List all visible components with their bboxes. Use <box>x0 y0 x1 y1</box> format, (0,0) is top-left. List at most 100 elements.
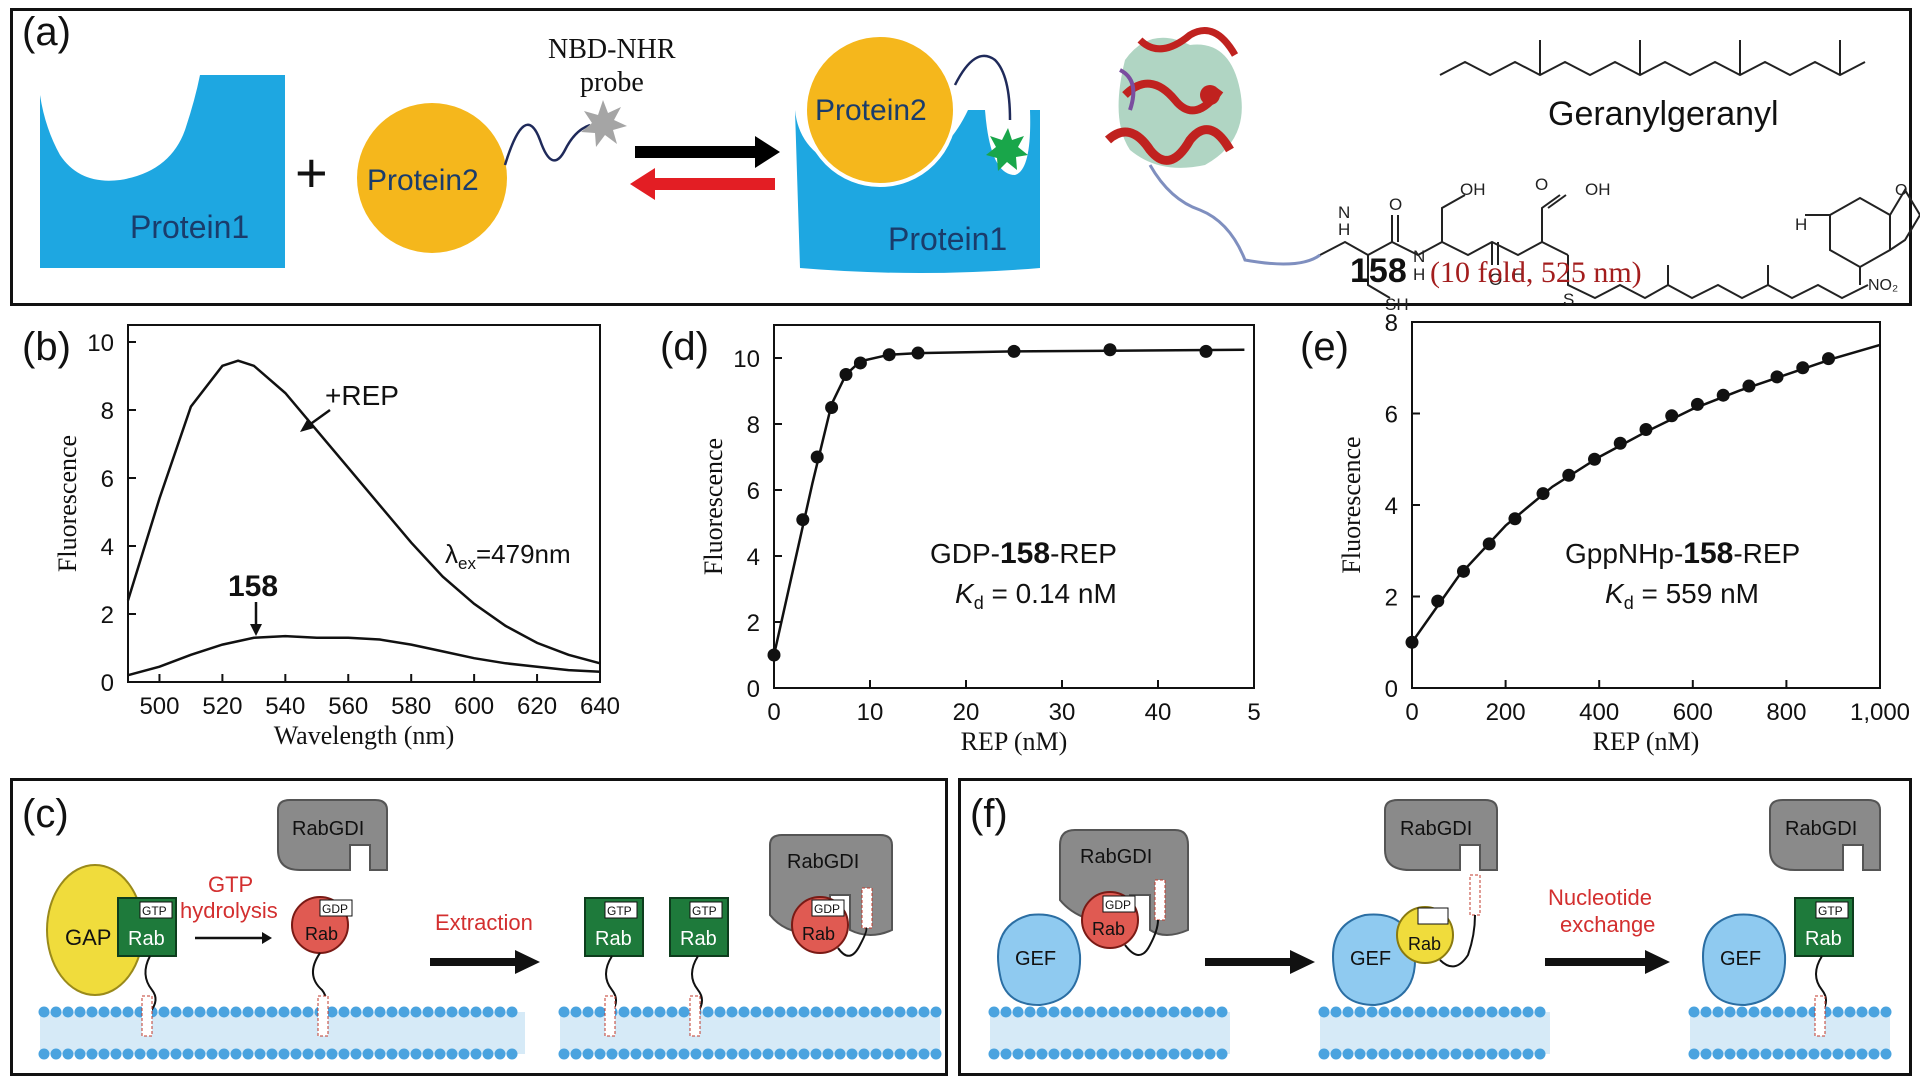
membrane-bead <box>182 1006 194 1018</box>
membrane-bead <box>1366 1048 1378 1060</box>
membrane-bead <box>1000 1006 1012 1018</box>
membrane-bead <box>1192 1048 1204 1060</box>
gef-2-label: GEF <box>1350 948 1391 970</box>
membrane-bead <box>918 1048 930 1060</box>
membrane-bead <box>1784 1006 1796 1018</box>
series-line <box>126 359 601 665</box>
atom-nh: H <box>1795 215 1807 234</box>
atom-no2: NO₂ <box>1868 277 1898 294</box>
membrane-bead <box>594 1048 606 1060</box>
bound-linker <box>953 54 1012 121</box>
membrane-bead <box>158 1048 170 1060</box>
membrane-bead <box>242 1006 254 1018</box>
membrane-bead <box>1144 1048 1156 1060</box>
membrane-bead <box>642 1048 654 1060</box>
panel-a-schematic: Protein1 + Protein2 NBD-NHR probe Protei… <box>40 27 1920 314</box>
y-tick-label: 2 <box>101 602 114 629</box>
membrane-bead <box>846 1006 858 1018</box>
rab-tether-1 <box>144 955 157 1013</box>
rabgdi-1-label: RabGDI <box>292 818 364 840</box>
data-point <box>1482 537 1496 551</box>
membrane-bead <box>906 1048 918 1060</box>
x-tick-label: 400 <box>1579 699 1619 726</box>
membrane-bead <box>398 1006 410 1018</box>
membrane-bead <box>170 1006 182 1018</box>
panel-d-label: (d) <box>660 325 709 369</box>
panel-d-annotation-line2: Kd = 0.14 nM <box>955 578 1117 613</box>
membrane-bead <box>1486 1006 1498 1018</box>
membrane-bead <box>1426 1048 1438 1060</box>
membrane-bead <box>714 1006 726 1018</box>
membrane-bead <box>1366 1006 1378 1018</box>
panel-e-annotation-line2: Kd = 559 nM <box>1605 578 1759 613</box>
membrane-bead <box>1378 1006 1390 1018</box>
lambda-ex-label: λex=479nm <box>445 539 571 573</box>
atom-n1: N <box>1338 203 1350 222</box>
membrane-bead <box>38 1006 50 1018</box>
compound-158-label: 158 <box>1350 252 1407 290</box>
membrane-bead <box>1036 1006 1048 1018</box>
membrane-bead <box>1820 1048 1832 1060</box>
membrane-bead <box>1084 1006 1096 1018</box>
membrane-bead <box>98 1048 110 1060</box>
atom-o1: O <box>1389 195 1402 214</box>
membrane-bead <box>326 1006 338 1018</box>
protein2-bound-label: Protein2 <box>815 94 927 127</box>
membrane-bead <box>882 1006 894 1018</box>
membrane-bead <box>642 1006 654 1018</box>
membrane-bead <box>1856 1006 1868 1018</box>
panel-b-label: (b) <box>22 325 71 369</box>
membrane-bead <box>870 1006 882 1018</box>
membrane-bead <box>1096 1006 1108 1018</box>
membrane-bead <box>1748 1048 1760 1060</box>
gtp-tag-text: GTP <box>142 904 167 918</box>
probe-linker <box>503 123 591 166</box>
membrane-bead <box>630 1006 642 1018</box>
membrane-bead <box>594 1006 606 1018</box>
membrane-bead <box>494 1006 506 1018</box>
membrane-bead <box>1880 1048 1892 1060</box>
geranylgeranyl-chain <box>1439 60 1866 77</box>
membrane-bead <box>1318 1006 1330 1018</box>
rab-tether-f3 <box>1815 955 1827 1013</box>
rab-label-1: Rab <box>128 928 165 950</box>
data-point <box>1536 487 1550 501</box>
rabgdi-1 <box>277 799 388 871</box>
membrane-bead <box>254 1048 266 1060</box>
membrane-bead <box>278 1006 290 1018</box>
y-tick-label: 6 <box>747 478 760 505</box>
hydrolysis-arrowhead <box>262 932 272 944</box>
y-axis-label: Fluorescence <box>53 435 82 572</box>
membrane-bead <box>1342 1048 1354 1060</box>
y-tick-label: 0 <box>101 670 114 697</box>
membrane-bead <box>1832 1006 1844 1018</box>
membrane-bead <box>822 1006 834 1018</box>
membrane-bead <box>654 1006 666 1018</box>
probe-label-line1: NBD-NHR <box>548 34 676 65</box>
membrane-bead <box>762 1048 774 1060</box>
protein1-complex-label: Protein1 <box>888 221 1007 257</box>
membrane-bead <box>434 1048 446 1060</box>
membrane-bead <box>1048 1048 1060 1060</box>
protein1-shape <box>40 75 285 268</box>
membrane-bead <box>1072 1006 1084 1018</box>
membrane-bead <box>858 1048 870 1060</box>
membrane-bead <box>1880 1006 1892 1018</box>
membrane-bead <box>482 1048 494 1060</box>
y-tick-label: 4 <box>747 544 760 571</box>
membrane-bead <box>606 1048 618 1060</box>
membrane-bead <box>1414 1048 1426 1060</box>
data-point <box>1665 409 1679 423</box>
forward-arrow <box>635 136 780 168</box>
compound-curve-label: 158 <box>228 570 278 603</box>
membrane-bead <box>726 1006 738 1018</box>
membrane-bead <box>1724 1048 1736 1060</box>
membrane-bead <box>254 1006 266 1018</box>
x-tick-label: 620 <box>517 693 557 720</box>
membrane-bead <box>1402 1048 1414 1060</box>
anchor-1 <box>141 995 153 1037</box>
membrane-bead <box>1450 1048 1462 1060</box>
y-axis-label: Fluorescence <box>699 438 728 575</box>
membrane-bead <box>1072 1048 1084 1060</box>
